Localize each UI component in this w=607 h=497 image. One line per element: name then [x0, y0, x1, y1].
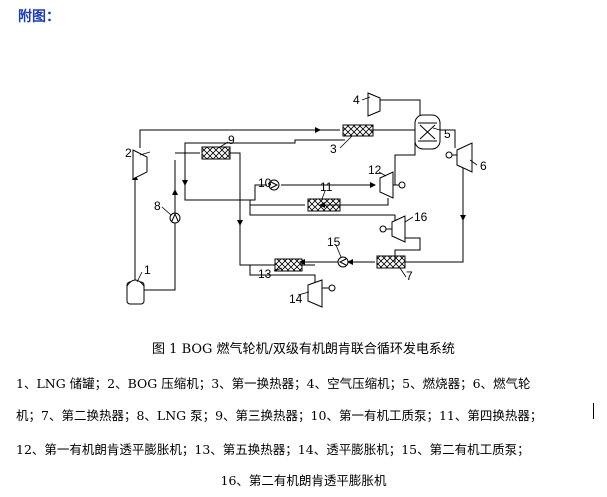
- bog-compressor: [132, 149, 148, 180]
- second-organic-pump: [337, 256, 349, 268]
- gas-turbine: [445, 142, 473, 173]
- process-flow-diagram: 1 2 3 4 5 6 7 8 9 10 11 12 13 14 15 16: [125, 92, 487, 308]
- pipe-compressor-to-hx3: [139, 129, 340, 148]
- label-11: 11: [320, 180, 333, 194]
- pipe-tank-to-pump: [140, 215, 176, 291]
- pipe-burner-to-turbine: [440, 129, 456, 148]
- pipe-hx13-to-turbine14: [249, 264, 316, 285]
- legend-line-2: 机；7、第二换热器；8、LNG 泵；9、第三换热器；10、第一有机工质泵；11、…: [16, 408, 543, 423]
- label-10: 10: [258, 176, 272, 190]
- label-7: 7: [406, 269, 413, 283]
- turbo-expander: [307, 279, 336, 308]
- label-13: 13: [258, 267, 272, 281]
- label-8: 8: [154, 199, 161, 213]
- pipe-aircomp-to-burner: [374, 99, 421, 115]
- label-12: 12: [368, 163, 382, 177]
- first-organic-pump: [268, 179, 280, 191]
- label-1: 1: [144, 263, 151, 277]
- pipe-turbine-exhaust: [405, 165, 464, 263]
- label-2: 2: [125, 146, 132, 160]
- label-9: 9: [228, 133, 235, 147]
- text-cursor: [593, 403, 594, 419]
- label-5: 5: [444, 127, 451, 141]
- lng-pump: [169, 212, 181, 224]
- attachment-header: 附图：: [18, 9, 60, 25]
- label-14: 14: [289, 292, 303, 306]
- pipe-hx3-to-hx9: [184, 139, 345, 201]
- second-heat-exchanger: [376, 255, 406, 269]
- pipe-turbine12-to-hx11: [340, 198, 389, 206]
- first-heat-exchanger: [342, 124, 374, 137]
- pipe-second-loop-top: [249, 205, 395, 216]
- burner: [414, 114, 441, 150]
- legend-line-4: 16、第二有机朗肯透平膨胀机: [220, 473, 387, 488]
- label-6: 6: [480, 159, 487, 173]
- figure-caption: 图 1 BOG 燃气轮机/双级有机朗肯联合循环发电系统: [152, 342, 455, 357]
- pipe-pump10-inlet: [240, 184, 267, 201]
- pipe-hx11-to-burner-loop: [394, 140, 416, 185]
- legend-line-3: 12、第一有机朗肯透平膨胀机；13、第五换热器；14、透平膨胀机；15、第二有机…: [16, 442, 530, 457]
- label-4: 4: [353, 93, 360, 107]
- label-15: 15: [327, 235, 341, 249]
- lng-tank: [126, 279, 145, 305]
- third-heat-exchanger: [201, 146, 231, 160]
- label-3: 3: [330, 142, 337, 156]
- fourth-heat-exchanger: [307, 198, 341, 212]
- first-orc-turbine: [379, 171, 406, 199]
- air-compressor: [367, 92, 381, 117]
- pipe-turbine16-outlet: [394, 237, 421, 262]
- label-16: 16: [414, 210, 428, 224]
- pipe-hx9-to-hx13: [228, 152, 275, 266]
- legend-line-1: 1、LNG 储罐；2、BOG 压缩机；3、第一换热器；4、空气压缩机；5、燃烧器…: [16, 376, 531, 391]
- second-orc-turbine: [379, 215, 406, 243]
